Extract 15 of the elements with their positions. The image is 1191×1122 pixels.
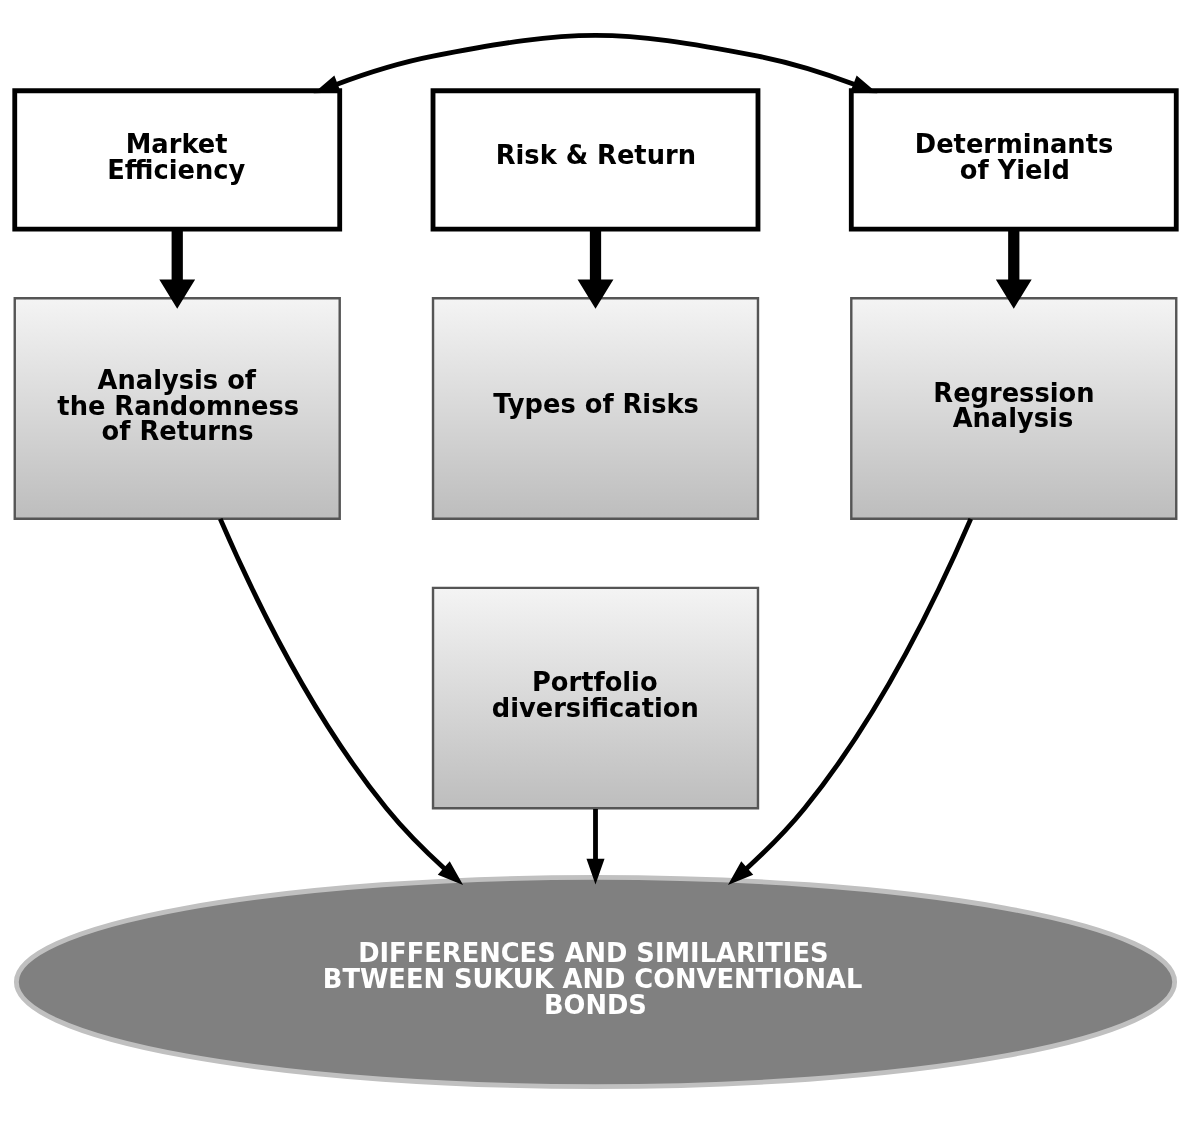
- arrow: [577, 229, 614, 309]
- node-box: Risk & Return: [430, 88, 761, 232]
- arrow: [313, 33, 878, 94]
- node-box: Analysis of the Randomness of Returns: [13, 297, 341, 520]
- node-box: Determinants of Yield: [848, 88, 1179, 232]
- node-box: Types of Risks: [431, 297, 760, 520]
- arrow: [586, 809, 605, 885]
- arrow: [995, 229, 1032, 309]
- node-ellipse: DIFFERENCES AND SIMILARITIES BTWEEN SUKUK AND CONVENTIONAL BONDS: [13, 875, 1178, 1089]
- arrow: [218, 517, 464, 886]
- node-box: Regression Analysis: [850, 297, 1178, 520]
- arrow: [727, 517, 973, 886]
- node-box: Market Efficiency: [12, 88, 343, 232]
- arrow: [159, 229, 196, 309]
- node-box: Portfolio diversification: [431, 586, 760, 810]
